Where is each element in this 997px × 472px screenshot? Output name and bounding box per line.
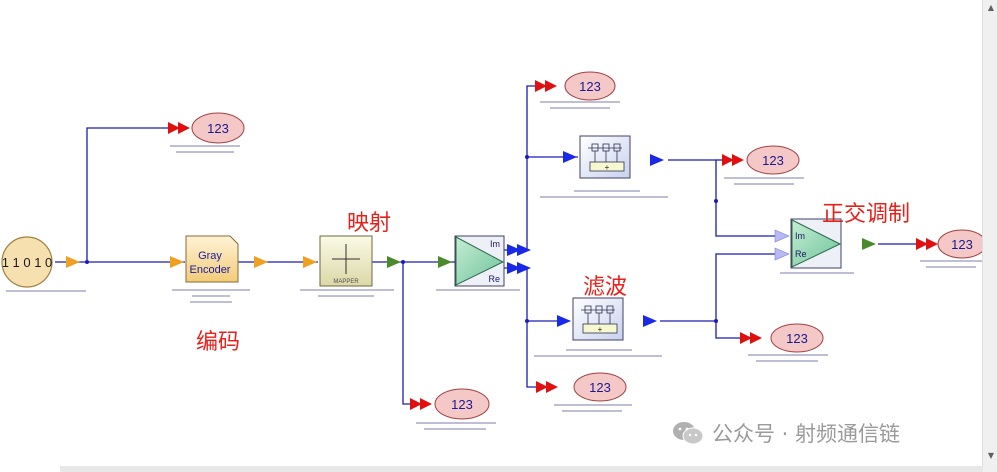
wechat-icon xyxy=(673,422,704,445)
wire-re-down xyxy=(526,268,536,388)
split-re-label: Re xyxy=(488,274,500,284)
wire-branch-top xyxy=(86,127,170,262)
junctions xyxy=(85,155,718,323)
blue-arrow-f2-in xyxy=(563,151,577,163)
orange-arrow-gray-in xyxy=(170,256,184,268)
sink-filter-lower[interactable]: 123 xyxy=(740,323,824,353)
annotation-filtering: 滤波 xyxy=(583,275,628,300)
wire-f1-out xyxy=(660,253,775,322)
sink-filter-upper-label: 123 xyxy=(762,153,784,168)
annotation-mapping: 映射 xyxy=(347,211,392,236)
filter-upper-plus: + xyxy=(605,163,610,172)
sink-output[interactable]: 123 xyxy=(916,229,987,259)
blue-arrow-f1-in xyxy=(557,315,571,327)
mapper-block[interactable]: MAPPER xyxy=(319,235,373,287)
orange-arrow-mapper-in xyxy=(303,256,317,268)
sink-output-label: 123 xyxy=(951,237,973,252)
watermark-text: 公众号 · 射频通信链 xyxy=(712,422,901,446)
blue-arrow-f1-out xyxy=(643,315,657,327)
sink-mapper-bottom-label: 123 xyxy=(451,397,473,412)
orange-arrow-gray-out-1 xyxy=(254,256,268,268)
sink-re-bottom[interactable]: 123 xyxy=(536,372,627,402)
filter-lower-plus: + xyxy=(598,325,603,334)
fir-filter-upper-block[interactable]: + xyxy=(579,135,631,179)
sink-re-bottom-label: 123 xyxy=(589,380,611,395)
mapper-label: MAPPER xyxy=(333,279,359,285)
watermark: 公众号 · 射频通信链 xyxy=(672,418,900,448)
blue-arrow-im-2 xyxy=(517,244,531,256)
sink-im-top[interactable]: 123 xyxy=(535,71,616,101)
gray-line1: Gray xyxy=(198,250,222,262)
sink-mapper-bottom[interactable]: 123 xyxy=(410,388,490,420)
scroll-down-icon[interactable]: ▼ xyxy=(987,451,994,460)
sink-filter-upper[interactable]: 123 xyxy=(722,145,800,175)
sink-filter-lower-label: 123 xyxy=(786,331,808,346)
block-captions xyxy=(6,101,984,430)
vertical-scrollbar[interactable]: ▲ ▼ xyxy=(982,0,997,472)
annotation-encoding: 编码 xyxy=(196,330,241,355)
blue-arrow-im xyxy=(507,244,521,256)
wire-f1-sink xyxy=(715,321,740,339)
gray-encoder-block[interactable]: Gray Encoder xyxy=(185,235,239,283)
quadrature-modulator-block[interactable]: Im Re xyxy=(790,218,842,269)
gray-line2: Encoder xyxy=(190,264,231,276)
sink-top-left-label: 123 xyxy=(207,121,229,136)
blue-arrow-f2-out xyxy=(650,154,664,166)
scroll-up-icon[interactable]: ▲ xyxy=(987,3,994,12)
blue-arrow-re xyxy=(507,262,521,274)
source-text: 1 1 0 1 0 xyxy=(2,255,53,270)
lavender-arrow-mod-im xyxy=(774,229,790,243)
fir-filter-lower-block[interactable]: + xyxy=(572,297,624,341)
horizontal-scrollbar[interactable] xyxy=(60,466,983,472)
sink-im-top-label: 123 xyxy=(579,79,601,94)
lavender-arrow-mod-re xyxy=(774,247,790,261)
green-arrow-mod-out xyxy=(862,238,876,250)
split-im-label: Im xyxy=(490,239,500,249)
bit-source-block[interactable]: 1 1 0 1 0 xyxy=(1,236,53,288)
wire-im-up xyxy=(526,85,535,250)
orange-arrow-source xyxy=(66,256,80,268)
mod-re-label: Re xyxy=(795,249,807,259)
mod-im-label: Im xyxy=(795,231,805,241)
complex-splitter-block[interactable]: Im Re xyxy=(454,235,505,287)
annotation-quad-mod: 正交调制 xyxy=(822,202,911,227)
wire-branch-down xyxy=(402,262,410,405)
sink-top-left[interactable]: 123 xyxy=(168,112,245,144)
blue-arrow-re-2 xyxy=(517,262,531,274)
green-arrow-mapper-out xyxy=(387,256,401,268)
green-arrow-split-in xyxy=(438,256,452,268)
